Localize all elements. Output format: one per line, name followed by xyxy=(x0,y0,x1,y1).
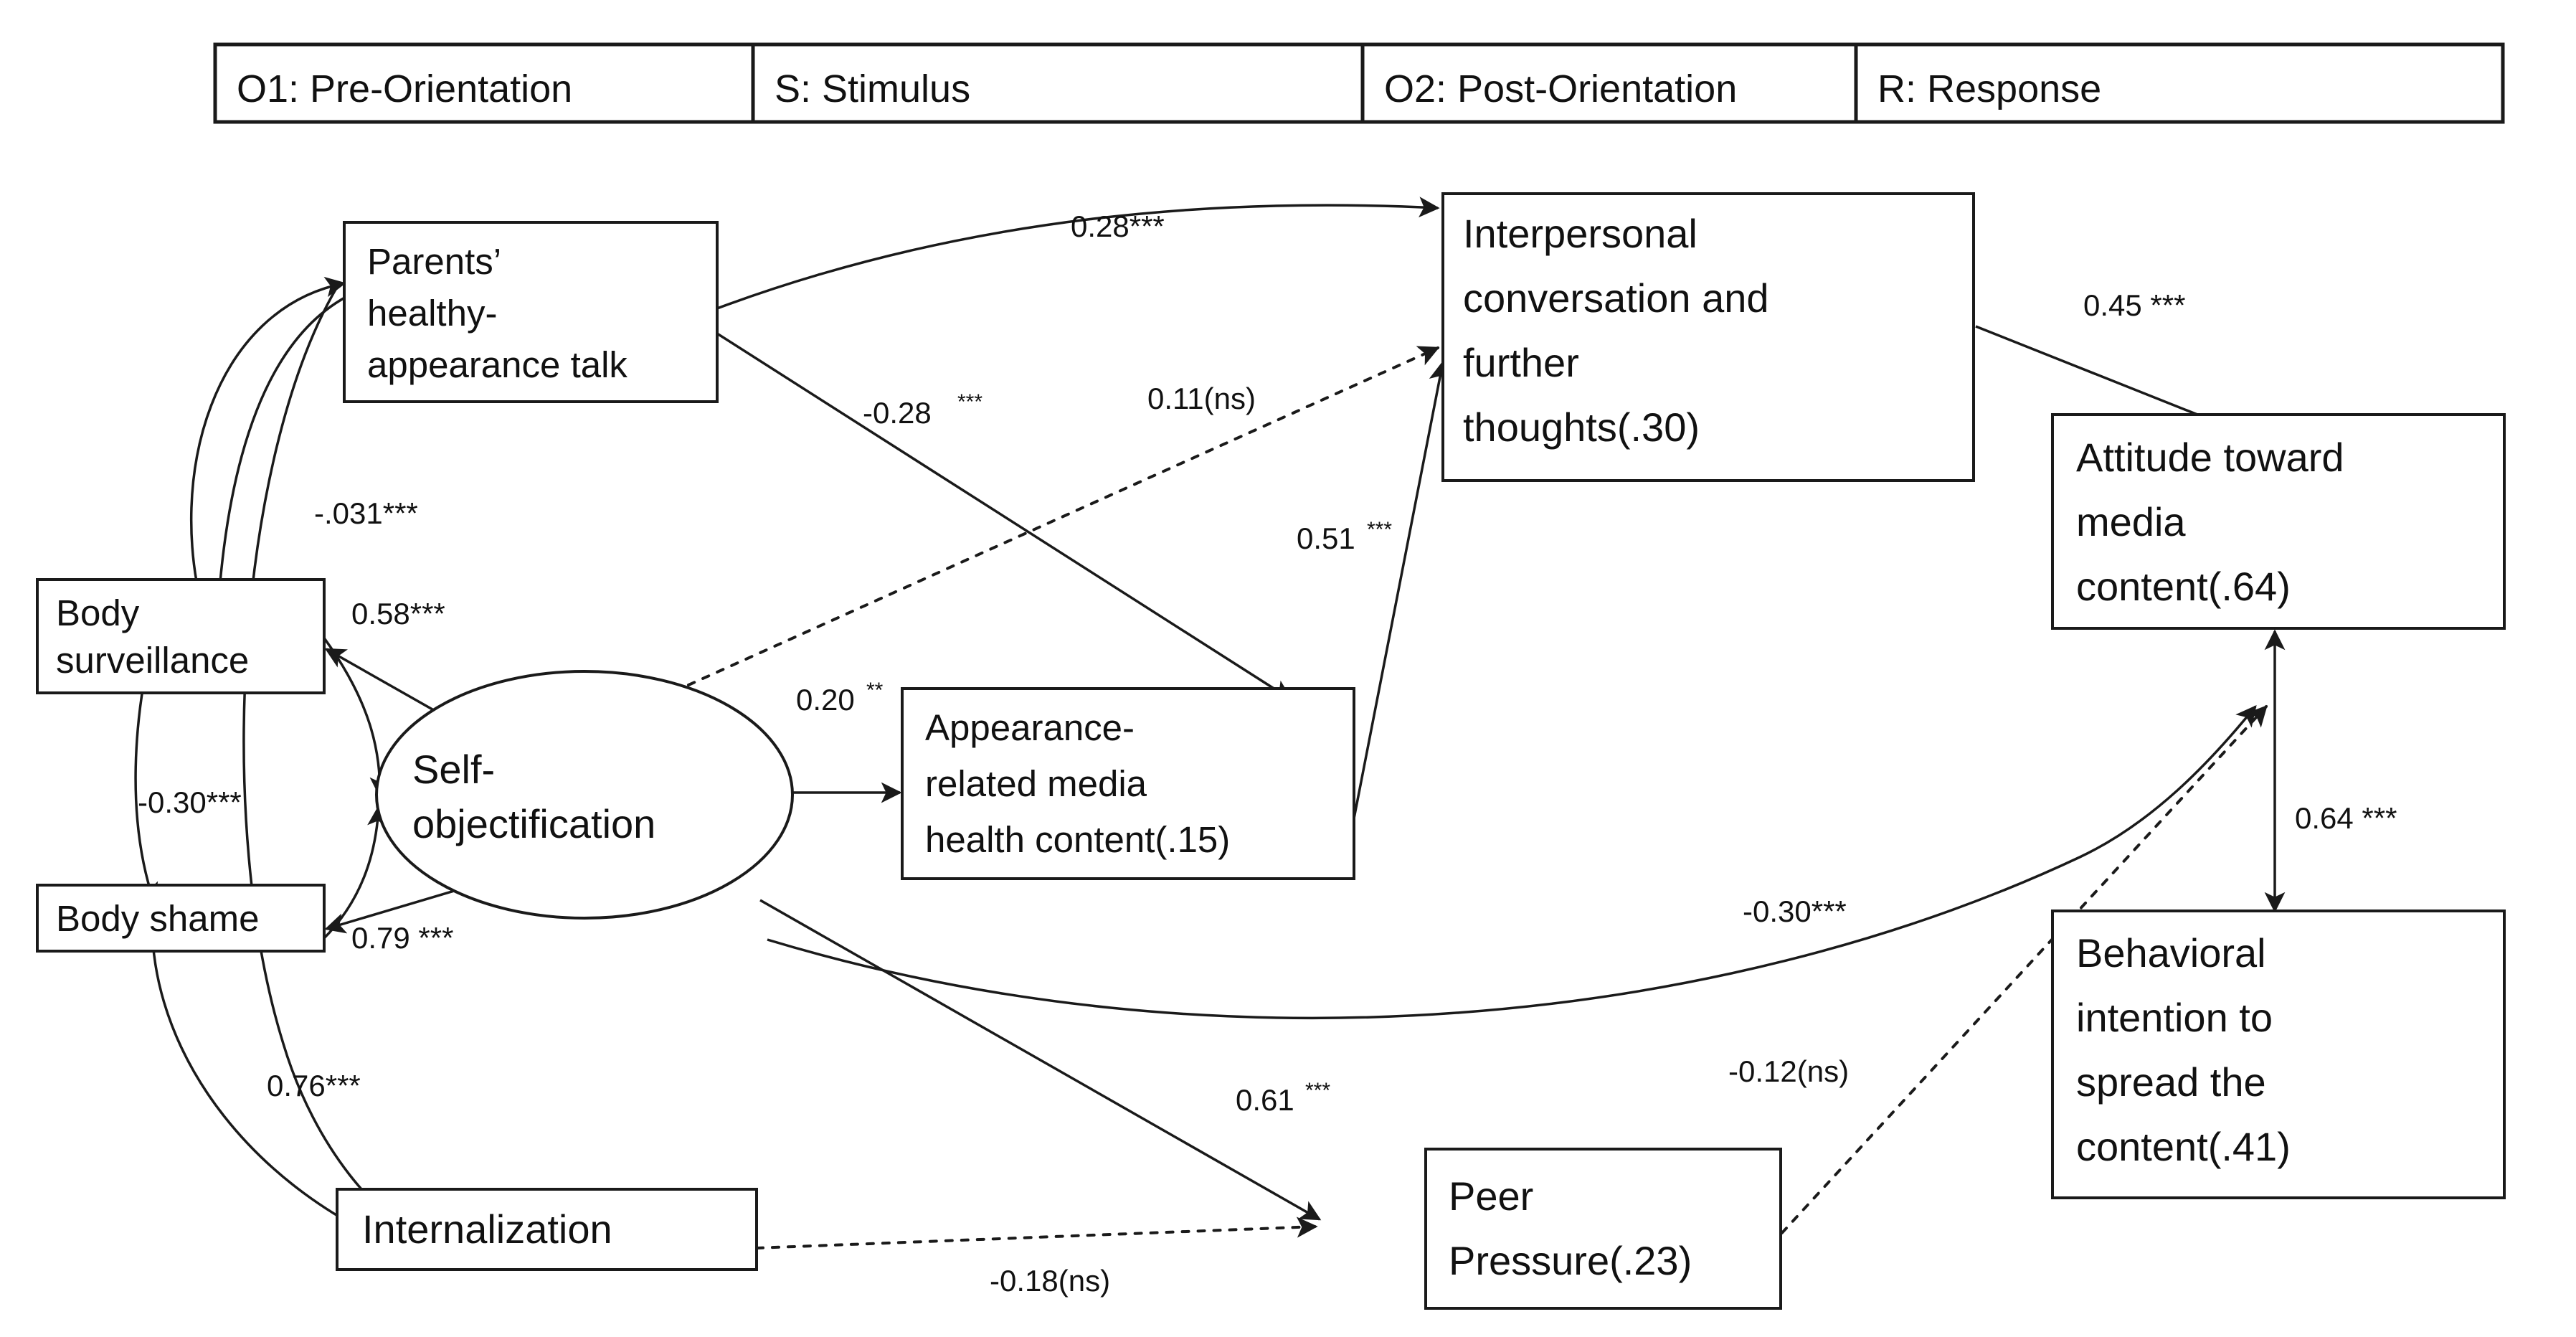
header-cell-r: R: Response xyxy=(1877,67,2101,110)
node-internalization[interactable]: Internalization xyxy=(336,1188,758,1271)
coef-label-appearance-interpersonal: 0.51 *** xyxy=(1297,518,1392,555)
node-peer-pressure[interactable]: Peer Pressure(.23) xyxy=(1424,1148,1782,1310)
edge-surveillance-to-selfobj xyxy=(318,630,391,798)
edge-peer-to-attitude xyxy=(1770,705,2268,1246)
node-interpersonal-line-2: conversation and xyxy=(1463,275,1769,321)
edge-selfobj-to-interpersonal xyxy=(687,346,1440,686)
node-peer-pressure-line-1: Peer xyxy=(1449,1173,1533,1219)
header-table: O1: Pre-Orientation S: Stimulus O2: Post… xyxy=(213,42,2505,124)
coef-stars-selfobj-peer: *** xyxy=(1305,1079,1330,1102)
coef-value-parents-appearance: -0.28 xyxy=(863,396,932,430)
node-parents-talk-line-2: healthy- xyxy=(367,293,497,334)
node-body-surveillance[interactable]: Body surveillance xyxy=(36,578,326,694)
coef-stars-parents-appearance: *** xyxy=(957,390,982,414)
node-peer-pressure-line-2: Pressure(.23) xyxy=(1449,1238,1692,1283)
coef-value-appearance-interpersonal: 0.51 xyxy=(1297,521,1355,555)
node-body-shame-line-1: Body shame xyxy=(56,898,260,939)
node-body-surveillance-line-2: surveillance xyxy=(56,640,249,681)
coef-label-internalization-peer: -0.18(ns) xyxy=(990,1264,1110,1298)
node-body-shame[interactable]: Body shame xyxy=(36,884,326,953)
node-interpersonal-conversation-box xyxy=(1441,192,1975,482)
edge-surveillance-to-parents xyxy=(189,276,346,618)
coef-label-shame-surveillance: -0.30*** xyxy=(138,785,242,819)
edge-parents-to-interpersonal xyxy=(716,197,1440,310)
node-body-surveillance-box xyxy=(36,578,326,694)
edge-appearance-to-interpersonal xyxy=(1347,360,1450,849)
edge-selfobj-to-shame xyxy=(324,888,460,934)
node-behavioral-intention[interactable]: Behavioral intention to spread the conte… xyxy=(2051,910,2506,1199)
coef-label-selfobj-appearance: 0.20 ** xyxy=(796,679,884,717)
node-peer-pressure-box xyxy=(1424,1148,1782,1310)
coef-value-selfobj-appearance: 0.20 xyxy=(796,683,855,717)
node-self-objectification-line-2: objectification xyxy=(412,801,655,846)
node-interpersonal-conversation[interactable]: Interpersonal conversation and further t… xyxy=(1441,192,1975,482)
node-self-objectification-line-1: Self- xyxy=(412,747,495,792)
edge-shame-to-selfobj xyxy=(321,805,388,941)
node-body-surveillance-line-1: Body xyxy=(56,592,140,633)
node-parents-talk-box xyxy=(343,221,719,403)
node-behavioral-intention-box xyxy=(2051,910,2506,1199)
node-body-shame-box xyxy=(36,884,326,953)
coef-label-selfobj-behavioral: -0.30*** xyxy=(1743,894,1847,928)
coef-stars-selfobj-appearance: ** xyxy=(866,679,884,702)
node-appearance-media-line-2: related media xyxy=(925,763,1147,804)
edge-internalization-to-peer xyxy=(755,1216,1318,1249)
coef-label-parents-appearance: -0.28 *** xyxy=(863,390,982,430)
edge-selfobj-to-behavioral xyxy=(767,704,2257,1020)
coef-label-attitude-behavioral: 0.64 *** xyxy=(2295,801,2397,835)
coef-label-interpersonal-attitude: 0.45 *** xyxy=(2083,288,2185,322)
coef-label-parents-interpersonal: 0.28*** xyxy=(1071,209,1165,243)
header-cell-o2: O2: Post-Orientation xyxy=(1384,67,1737,110)
coef-label-shame-internalization: 0.76*** xyxy=(267,1069,361,1102)
node-appearance-media-box xyxy=(901,687,1355,880)
node-attitude-media-line-2: media xyxy=(2076,499,2186,544)
node-internalization-line-1: Internalization xyxy=(362,1206,612,1252)
node-appearance-media[interactable]: Appearance- related media health content… xyxy=(901,687,1355,880)
node-appearance-media-line-1: Appearance- xyxy=(925,707,1135,748)
coef-label-selfobj-shame: 0.79 *** xyxy=(351,921,453,955)
coef-label-surveillance-parents: -.031*** xyxy=(314,496,418,530)
node-self-objectification[interactable]: Self- objectification xyxy=(375,670,794,920)
edge-parents-to-appearance xyxy=(716,332,1293,701)
node-appearance-media-line-3: health content(.15) xyxy=(925,819,1230,860)
coef-label-peer-attitude: -0.12(ns) xyxy=(1728,1054,1849,1088)
coef-stars-appearance-interpersonal: *** xyxy=(1367,518,1392,542)
header-cell-s: S: Stimulus xyxy=(775,67,970,110)
node-behavioral-line-1: Behavioral xyxy=(2076,930,2266,975)
coef-value-selfobj-peer: 0.61 xyxy=(1236,1083,1294,1117)
node-self-objectification-shape xyxy=(375,670,794,920)
edge-selfobj-to-peer xyxy=(759,899,1322,1221)
header-table-border xyxy=(213,42,2505,124)
node-interpersonal-line-1: Interpersonal xyxy=(1463,211,1697,256)
edge-parents-to-surveillance xyxy=(209,293,352,601)
node-attitude-media-line-1: Attitude toward xyxy=(2076,435,2344,480)
header-cell-o1: O1: Pre-Orientation xyxy=(237,67,572,110)
node-behavioral-line-4: content(.41) xyxy=(2076,1124,2291,1169)
coef-label-selfobj-interpersonal: 0.11(ns) xyxy=(1147,382,1256,415)
node-attitude-media-line-3: content(.64) xyxy=(2076,564,2291,609)
coef-label-selfobj-peer: 0.61 *** xyxy=(1236,1079,1330,1117)
node-interpersonal-line-3: further xyxy=(1463,340,1579,385)
node-parents-talk-line-3: appearance talk xyxy=(367,344,628,385)
node-interpersonal-line-4: thoughts(.30) xyxy=(1463,405,1700,450)
node-attitude-media[interactable]: Attitude toward media content(.64) xyxy=(2051,413,2506,630)
node-behavioral-line-3: spread the xyxy=(2076,1059,2266,1105)
node-parents-talk[interactable]: Parents’ healthy- appearance talk xyxy=(343,221,719,403)
node-parents-talk-line-1: Parents’ xyxy=(367,241,501,282)
coef-label-selfobj-surveillance: 0.58*** xyxy=(351,597,445,630)
node-internalization-box xyxy=(336,1188,758,1271)
node-attitude-media-box xyxy=(2051,413,2506,630)
node-behavioral-line-2: intention to xyxy=(2076,995,2273,1040)
